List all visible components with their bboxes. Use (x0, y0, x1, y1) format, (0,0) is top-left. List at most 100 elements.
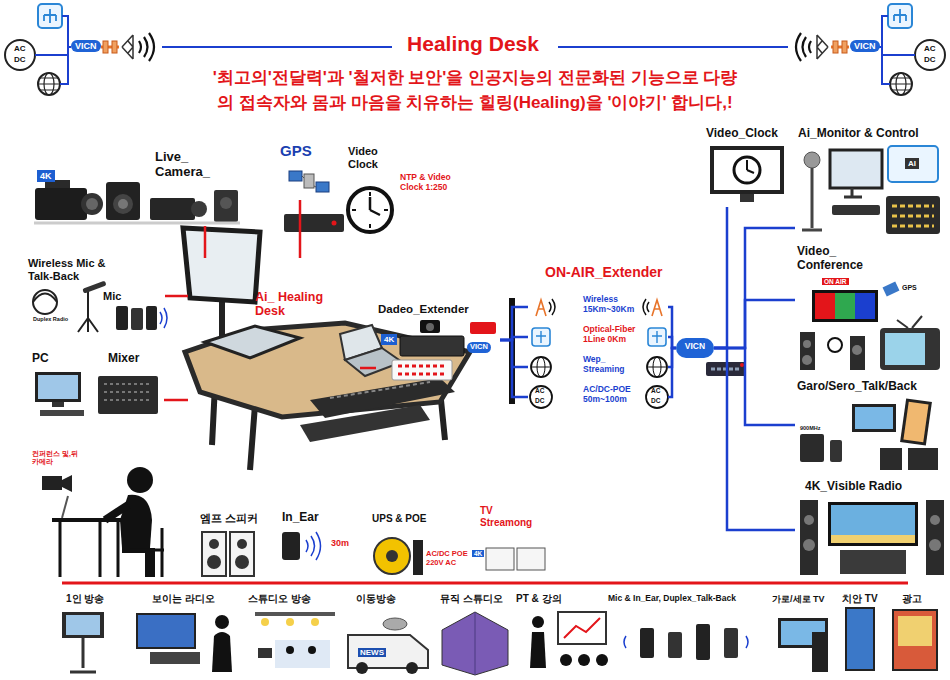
pc: PC (28, 352, 90, 427)
use-case-icons (724, 628, 738, 658)
studio-devices (230, 532, 254, 576)
studio-devices (374, 538, 410, 574)
link-icon-group (139, 33, 154, 61)
badge: 4K (381, 334, 397, 345)
node-label: Mixer (108, 352, 139, 366)
link-icon-group (35, 16, 71, 84)
gps-satellite (289, 171, 329, 192)
extender-figure (392, 320, 496, 380)
use-case-icons (70, 638, 96, 672)
pc-and-mixer (35, 372, 81, 402)
extender-figure (400, 336, 464, 356)
link-option: Wep_ Streaming (528, 353, 668, 381)
camera-set (35, 188, 87, 220)
talk-back-figure (800, 434, 824, 462)
connector (714, 300, 795, 348)
studio-devices (413, 540, 423, 575)
link-option: Wireless 15Km~30Km (528, 293, 668, 321)
talk-back-figure (880, 448, 902, 470)
pc-and-mixer (38, 375, 78, 399)
operator-figure (105, 505, 128, 520)
ai-monitor-figure (802, 146, 940, 234)
wireless-mic-set (33, 281, 167, 332)
healing-desk-figure (330, 382, 430, 398)
camera-set (113, 194, 133, 214)
use-case-icons (308, 646, 316, 654)
studio-devices (306, 532, 321, 560)
link-option: Optical-Fiber 1Line 0Km (528, 323, 668, 351)
video-conference-figure (812, 290, 878, 322)
healing-desk: Ai_ Healing Desk (188, 258, 360, 445)
ai-monitor: Ai_Monitor & Control (795, 125, 945, 240)
video-conference-figure (828, 338, 842, 352)
healing-desk-figure (185, 323, 470, 417)
use-case-icons (212, 632, 232, 672)
badge: ON AIR (822, 278, 849, 285)
on-air-extender-figure (647, 367, 667, 368)
video-conference-figure (802, 355, 812, 365)
link-icon-group (38, 73, 60, 95)
use-case-icons (564, 618, 600, 638)
video-clock-monitor (740, 194, 754, 202)
use-case-icons (442, 612, 508, 675)
operator-figure (62, 496, 68, 518)
on-air-extender-figure (646, 386, 668, 408)
on-air-extender-figure (643, 299, 649, 315)
studio-devices (282, 532, 300, 560)
badge: 4K (37, 170, 55, 182)
connector (668, 307, 676, 348)
power-mark: AC (535, 387, 544, 394)
power-mark: DC (651, 397, 660, 404)
title: Healing Desk (323, 32, 623, 56)
use-case-icons (898, 616, 932, 646)
power-mark: DC (924, 55, 936, 64)
node-label: Ai_ Healing Desk (255, 290, 345, 319)
power-mark: DC (535, 397, 544, 404)
operator-figure (130, 528, 164, 577)
on-air-extender-figure (536, 331, 546, 343)
studio-devices (207, 555, 221, 569)
video-clock-monitor (712, 148, 782, 192)
use-case-icons (624, 636, 748, 648)
talk-back-figure (855, 407, 893, 429)
use-case-icons (812, 632, 828, 672)
connector (500, 307, 528, 340)
visible-radio-figure (831, 535, 915, 543)
pc-and-mixer (104, 384, 152, 400)
use-case-icons (150, 652, 200, 664)
talk-back-figure (800, 398, 938, 470)
wireless-mic-set (146, 306, 157, 330)
note: 컨퍼런스 및,뒤 카메라 (32, 450, 84, 466)
on-air-extender-figure (652, 300, 662, 316)
gps-satellite (316, 182, 329, 192)
healing-desk-figure (183, 228, 260, 302)
talk-back-figure (903, 402, 928, 442)
network-switch (740, 363, 744, 367)
mixer: Mixer (92, 352, 164, 427)
video-clock-symbol (370, 197, 380, 215)
use-case-icons (356, 662, 368, 674)
talk-back-figure (908, 448, 938, 470)
extender-figure (392, 360, 452, 380)
operator-figure (127, 467, 153, 493)
extender-figure (398, 366, 446, 374)
connector (668, 337, 676, 348)
use-case-icons (560, 654, 572, 666)
video-conference-figure (897, 316, 922, 328)
use-case-icons (286, 646, 294, 654)
video-conference-figure (850, 336, 865, 370)
use-case-icons (258, 648, 272, 658)
node-label: Dadeo_Extender (378, 303, 469, 316)
wireless-mic-set (33, 290, 57, 314)
operator-figure (122, 548, 150, 577)
use-case-icons (640, 628, 654, 658)
link-icon-group (122, 35, 133, 59)
camera-set (118, 199, 128, 209)
video-clock-monitor (734, 157, 760, 183)
connector (714, 207, 727, 348)
use-case: 이동방송 (356, 593, 396, 605)
video-conference-figure (880, 328, 940, 370)
subtitle: '최고의'전달력'과 '철저한 보안'을 인공지능의 전문화된 기능으로 다량의… (115, 66, 835, 115)
video-clock-monitor (747, 160, 754, 173)
camera-set (214, 190, 238, 222)
